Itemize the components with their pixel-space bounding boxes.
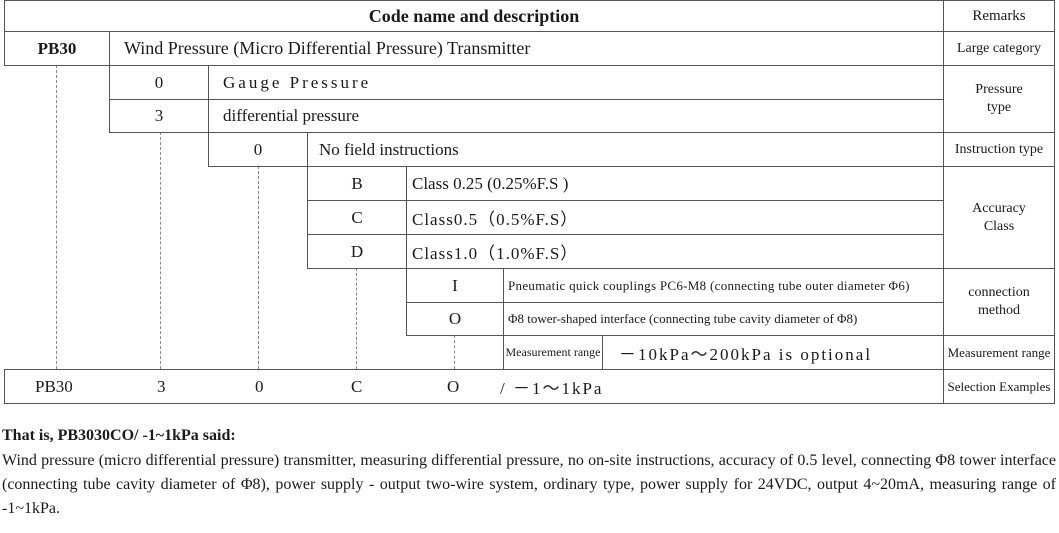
selection-example-row: PB30 3 0 C O / －1～1kPa <box>4 369 944 404</box>
example-code-instruction: 0 <box>255 376 264 396</box>
category-code: PB30 <box>4 31 110 66</box>
header-remarks: Remarks <box>943 0 1055 32</box>
accuracy-code: D <box>307 234 407 269</box>
accuracy-code: C <box>307 200 407 235</box>
example-code-pressure: 3 <box>157 376 166 396</box>
header-code-description: Code name and description <box>4 0 944 32</box>
pressure-type-remark: Pressure type <box>943 65 1055 133</box>
connection-description: Φ8 tower-shaped interface (connecting tu… <box>503 302 944 336</box>
example-range: / －1～1kPa <box>500 379 604 398</box>
connection-code: I <box>406 268 504 303</box>
instruction-code: 0 <box>208 132 308 167</box>
guide-line-pressure <box>160 132 161 369</box>
guide-line-connection <box>454 335 455 369</box>
pressure-option-description: differential pressure <box>208 99 944 133</box>
connection-code: O <box>406 302 504 336</box>
measurement-range-value: －10kPa～200kPa is optional <box>602 335 944 370</box>
explanation-heading: That is, PB3030CO/ -1~1kPa said: <box>2 427 236 444</box>
measurement-range-remark: Measurement range <box>943 335 1055 370</box>
connection-method-remark: connection method <box>943 268 1055 336</box>
pressure-option-code: 0 <box>109 65 209 100</box>
explanation-body: Wind pressure (micro differential pressu… <box>2 452 1056 517</box>
category-description: Wind Pressure (Micro Differential Pressu… <box>109 31 944 66</box>
pressure-option-code: 3 <box>109 99 209 133</box>
accuracy-code: B <box>307 166 407 201</box>
accuracy-description: Class 0.25 (0.25%F.S ) <box>406 166 944 201</box>
example-code-category: PB30 <box>35 376 73 396</box>
measurement-range-label: Measurement range <box>503 335 603 370</box>
category-remark: Large category <box>943 31 1055 66</box>
selection-examples-remark: Selection Examples <box>943 369 1055 404</box>
connection-description: Pneumatic quick couplings PC6-M8 (connec… <box>503 268 944 303</box>
example-code-connection: O <box>447 376 460 396</box>
example-explanation: That is, PB3030CO/ -1~1kPa said: Wind pr… <box>2 427 1056 521</box>
accuracy-class-remark: Accuracy Class <box>943 166 1055 269</box>
pressure-option-description: Gauge Pressure <box>208 65 944 100</box>
guide-line-instruction <box>258 166 259 369</box>
instruction-description: No field instructions <box>307 132 944 167</box>
example-code-accuracy: C <box>351 376 363 396</box>
selection-table: Code name and description Remarks PB30 W… <box>4 0 1055 404</box>
accuracy-description: Class0.5（0.5%F.S） <box>406 200 944 235</box>
instruction-type-remark: Instruction type <box>943 132 1055 167</box>
accuracy-description: Class1.0（1.0%F.S） <box>406 234 944 269</box>
guide-line-accuracy <box>356 268 357 369</box>
guide-line-category <box>56 65 57 369</box>
